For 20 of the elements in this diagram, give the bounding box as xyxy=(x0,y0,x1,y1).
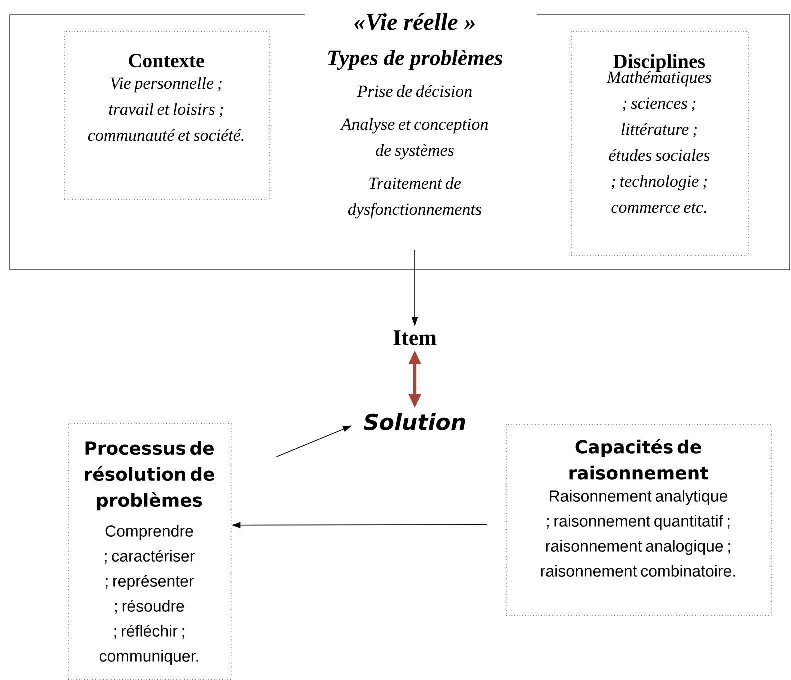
key-word: Solution xyxy=(364,414,466,431)
dotted-box xyxy=(68,423,232,680)
frame-title: «Vie réelle » xyxy=(354,13,475,31)
column-heading: Types de problèmes xyxy=(328,50,502,70)
problem-type: Prise de décision xyxy=(357,85,472,98)
dotted-box xyxy=(64,31,270,200)
box-heading: Disciplines xyxy=(614,54,706,72)
problem-type: Traitement de dysfonctionnements xyxy=(348,177,482,219)
box-heading: Contexte xyxy=(129,54,204,68)
box-text: Raisonnement analytique ; raisonnement quantitatif ; raisonnement analogique ; raisonnement combinatoire. xyxy=(541,490,736,577)
problem-type: Analyse et conception de systèmes xyxy=(340,118,488,160)
box-text: Mathématiques ; sciences ; littérature ; études sociales ; technologie ; commerce etc. xyxy=(606,71,712,214)
box-text: Comprendre ; caractériser ; représenter ; résoudre ; réfléchir ; communiquer. xyxy=(100,525,198,666)
dotted-box xyxy=(571,31,749,256)
key-word: Item xyxy=(394,330,437,346)
box-heading: Processus de résolution de problèmes xyxy=(85,441,214,511)
outer-frame xyxy=(10,13,790,270)
box-heading: Capacités de raisonnement xyxy=(570,439,708,480)
dotted-box xyxy=(506,424,772,616)
box-text: Vie personnelle ; travail et loisirs ; communauté et société. xyxy=(88,77,244,142)
